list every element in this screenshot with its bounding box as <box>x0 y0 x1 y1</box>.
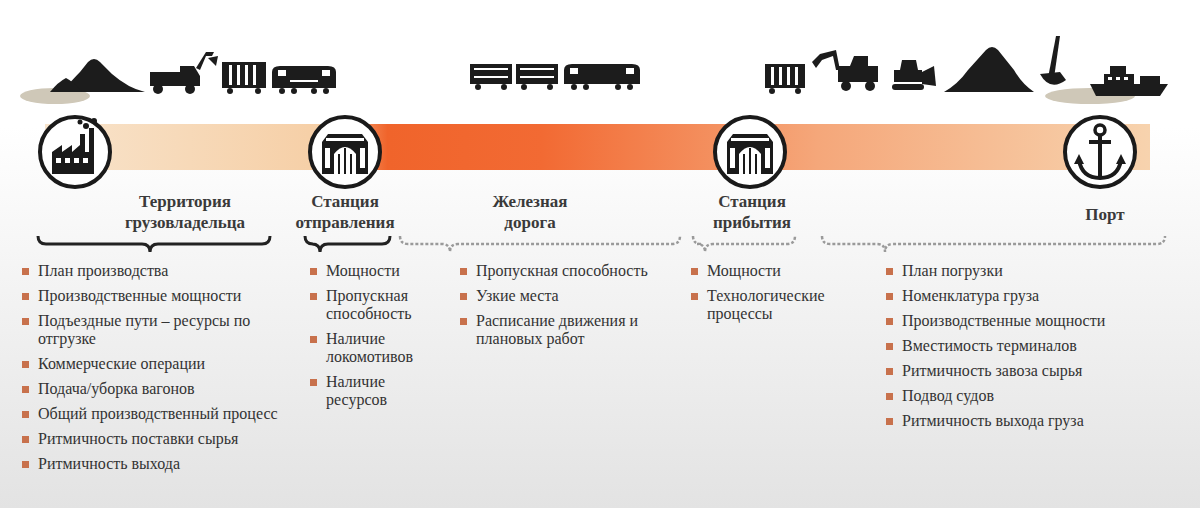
bullet-item: Мощности <box>308 262 433 280</box>
bullet-item: Номенклатура груза <box>884 287 1184 305</box>
bullet-item: Вместимость терминалов <box>884 337 1184 355</box>
bullet-item: Производственные мощности <box>20 287 278 305</box>
station-circle <box>310 117 380 187</box>
bullet-item: Ритмичность выхода груза <box>884 412 1184 430</box>
bullet-item: Узкие места <box>458 287 650 305</box>
bullet-item: Производственные мощности <box>884 312 1184 330</box>
bullet-item: Пропускная способность <box>308 287 433 323</box>
bullet-item: План погрузки <box>884 262 1184 280</box>
bullet-item: Наличие ресурсов <box>308 373 433 409</box>
bullet-item: Подача/уборка вагонов <box>20 380 278 398</box>
factory-circle <box>40 117 110 187</box>
bullet-item: Ритмичность поставки сырья <box>20 430 278 448</box>
station-circle <box>715 117 785 187</box>
bullet-item: Наличие локомотивов <box>308 330 433 366</box>
bullet-item: Ритмичность завоза сырья <box>884 362 1184 380</box>
bullet-item: Подъездные пути – ресурсы по отгрузке <box>20 312 278 348</box>
section-heading: Станция прибытия <box>692 191 812 233</box>
bullet-item: Мощности <box>689 262 841 280</box>
group-bracket <box>822 236 1165 252</box>
bullet-list: План производстваПроизводственные мощнос… <box>20 262 278 480</box>
bullet-item: Расписание движения и плановых работ <box>458 312 650 348</box>
bullet-item: Коммерческие операции <box>20 355 278 373</box>
bullet-item: Пропускная способность <box>458 262 650 280</box>
anchor-circle <box>1065 117 1135 187</box>
bullet-item: Ритмичность выхода <box>20 455 278 473</box>
group-bracket <box>693 236 795 252</box>
left-icons <box>50 52 336 94</box>
bullet-list: МощностиПропускная способностьНаличие ло… <box>308 262 433 416</box>
section-heading: Железная дорога <box>470 191 590 233</box>
bullet-item: План производства <box>20 262 278 280</box>
group-bracket <box>400 236 680 252</box>
right-icons <box>765 36 1168 96</box>
group-bracket <box>38 236 270 252</box>
section-heading: Территория грузовладельца <box>100 191 270 233</box>
bullet-item: Технологические процессы <box>689 287 841 323</box>
group-bracket <box>305 236 390 252</box>
bullet-list: МощностиТехнологические процессы <box>689 262 841 330</box>
middle-train <box>470 64 640 90</box>
bullet-item: Общий производственный процесс <box>20 405 278 423</box>
bullet-list: Пропускная способностьУзкие местаРасписа… <box>458 262 650 355</box>
bullet-list: План погрузкиНоменклатура грузаПроизводс… <box>884 262 1184 437</box>
section-heading: Станция отправления <box>285 191 405 233</box>
bullet-item: Подвод судов <box>884 387 1184 405</box>
timeline-band <box>45 124 1150 170</box>
section-heading: Порт <box>1055 204 1155 225</box>
